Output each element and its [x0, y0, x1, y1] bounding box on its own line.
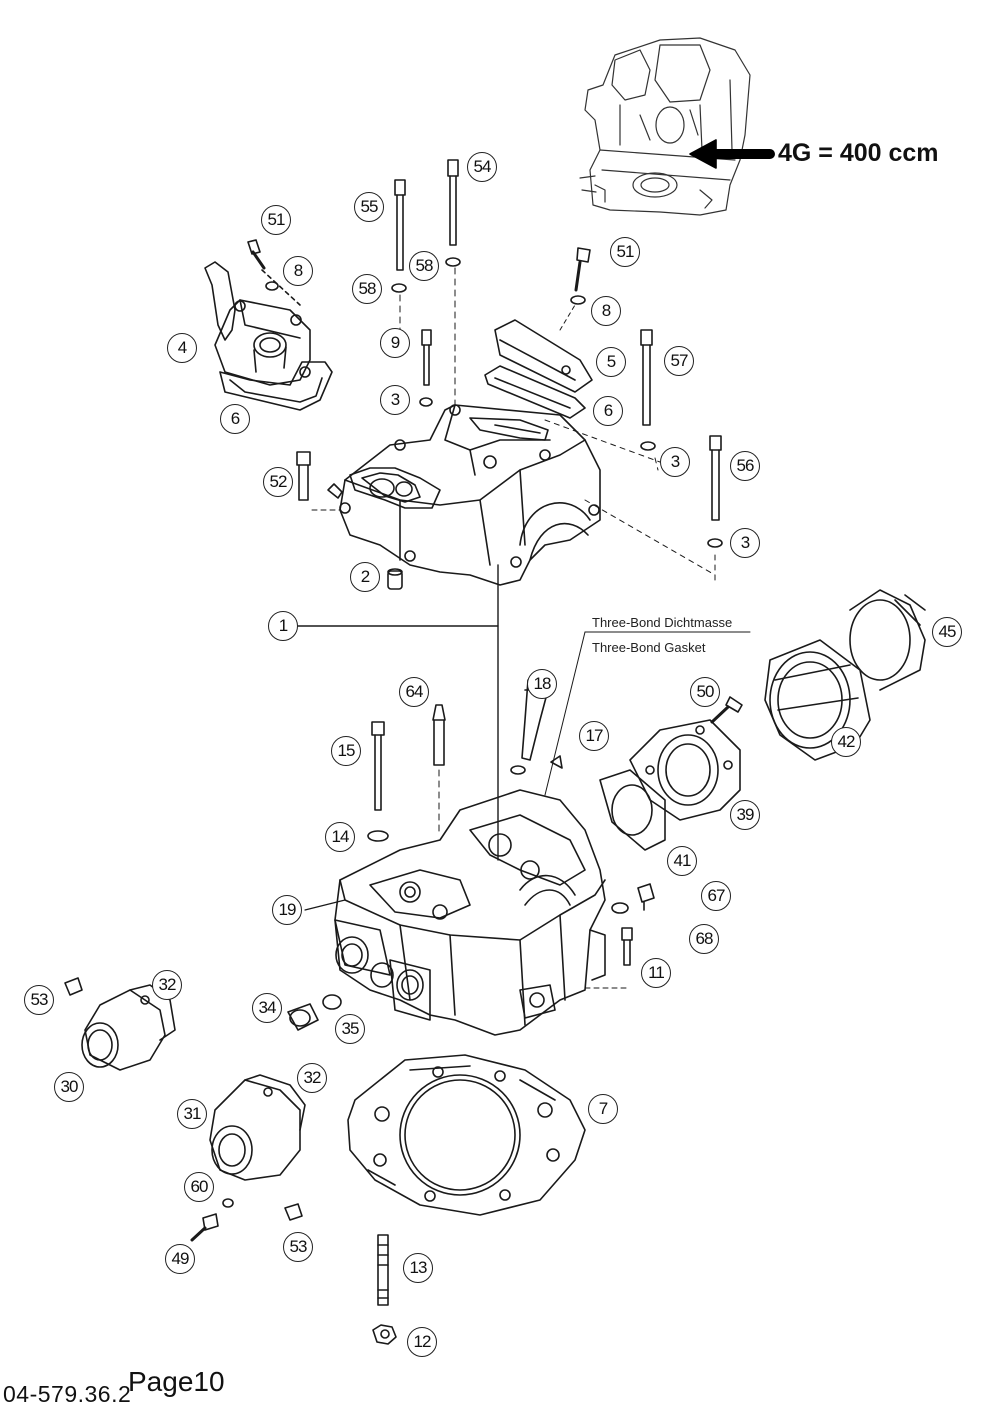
callout-35: 35 [335, 1014, 365, 1044]
callout-3: 3 [660, 447, 690, 477]
hose-clamp [850, 590, 925, 690]
callout-58: 58 [352, 274, 382, 304]
engine-thumbnail [580, 38, 750, 215]
exhaust-flange-upper [82, 985, 175, 1070]
document-code: 04-579.36.2 [3, 1381, 132, 1407]
callout-4: 4 [167, 333, 197, 363]
callout-55: 55 [354, 192, 384, 222]
callout-57: 57 [664, 346, 694, 376]
callout-18: 18 [527, 669, 557, 699]
callout-8: 8 [591, 296, 621, 326]
callout-32: 32 [152, 970, 182, 1000]
callout-15: 15 [331, 736, 361, 766]
callout-60: 60 [184, 1172, 214, 1202]
callout-34: 34 [252, 993, 282, 1023]
annotation-line-1: Three-Bond Dichtmasse [592, 615, 733, 630]
callout-13: 13 [403, 1253, 433, 1283]
callout-6: 6 [593, 396, 623, 426]
callout-32: 32 [297, 1063, 327, 1093]
callout-31: 31 [177, 1099, 207, 1129]
callout-8: 8 [283, 256, 313, 286]
cylinder-head [335, 790, 605, 1035]
callout-53: 53 [283, 1232, 313, 1262]
callout-45: 45 [932, 617, 962, 647]
valve-cover [328, 405, 600, 585]
intake-flange [630, 720, 740, 820]
callout-5: 5 [596, 347, 626, 377]
coolant-elbow [205, 262, 310, 385]
callout-12: 12 [407, 1327, 437, 1357]
callout-49: 49 [165, 1244, 195, 1274]
callout-6: 6 [220, 404, 250, 434]
intake-gasket [600, 770, 665, 850]
callout-3: 3 [730, 528, 760, 558]
page-label: Page10 [128, 1366, 225, 1397]
callout-2: 2 [350, 562, 380, 592]
callout-1: 1 [268, 611, 298, 641]
gasket-left [220, 362, 332, 410]
callout-53: 53 [24, 985, 54, 1015]
callout-41: 41 [667, 846, 697, 876]
engine-size-label: 4G = 400 ccm [778, 139, 939, 167]
callout-11: 11 [641, 958, 671, 988]
callout-51: 51 [610, 237, 640, 267]
callout-54: 54 [467, 152, 497, 182]
breather-cover [495, 320, 592, 392]
callout-56: 56 [730, 451, 760, 481]
callout-50: 50 [690, 677, 720, 707]
annotation-line-2: Three-Bond Gasket [592, 640, 706, 655]
callout-42: 42 [831, 727, 861, 757]
callout-14: 14 [325, 822, 355, 852]
dowel-sleeve [388, 571, 402, 589]
callout-67: 67 [701, 881, 731, 911]
callout-19: 19 [272, 895, 302, 925]
head-gasket [348, 1055, 585, 1215]
callout-17: 17 [579, 721, 609, 751]
callout-30: 30 [54, 1072, 84, 1102]
callout-51: 51 [261, 205, 291, 235]
callout-64: 64 [399, 677, 429, 707]
gasket-right [485, 366, 585, 418]
callout-7: 7 [588, 1094, 618, 1124]
callout-39: 39 [730, 800, 760, 830]
exhaust-flange-lower [210, 1075, 305, 1180]
callout-58: 58 [409, 251, 439, 281]
callout-68: 68 [689, 924, 719, 954]
callout-9: 9 [380, 328, 410, 358]
callout-3: 3 [380, 385, 410, 415]
callout-52: 52 [263, 467, 293, 497]
